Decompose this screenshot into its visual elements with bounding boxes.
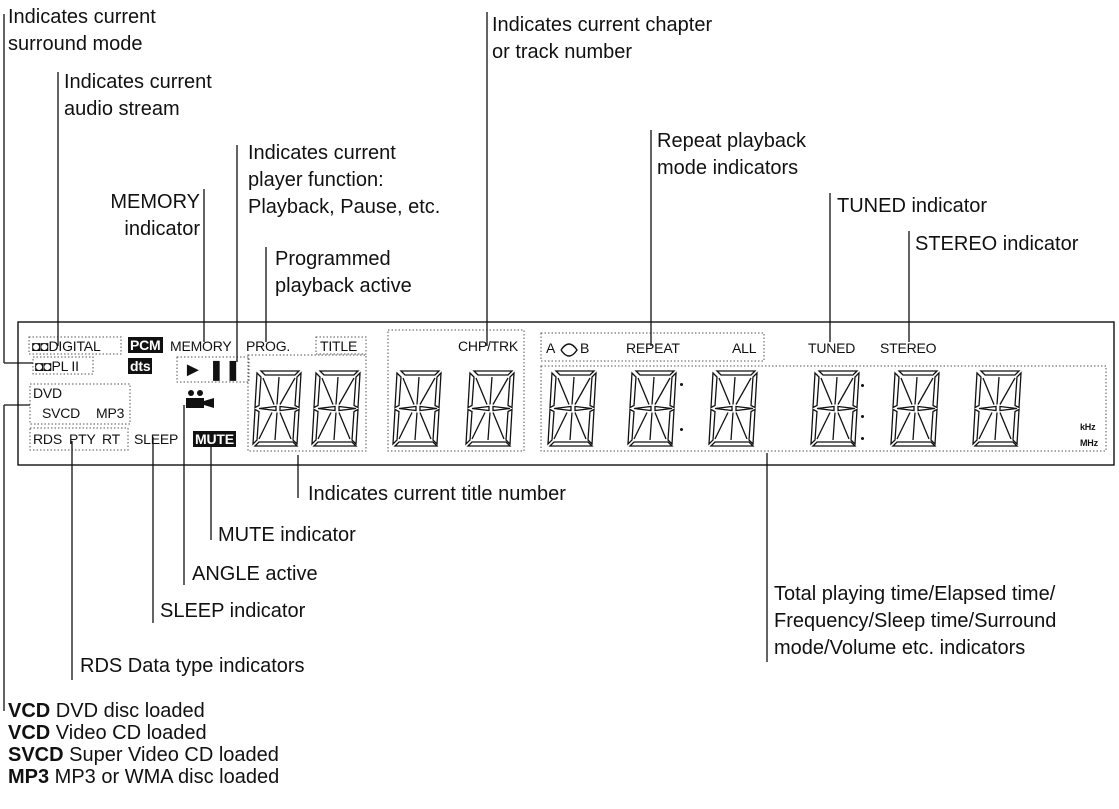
segment-digit bbox=[392, 370, 442, 447]
title-indicator: TITLE bbox=[320, 338, 358, 354]
tuned-callout: TUNED indicator bbox=[837, 195, 988, 217]
display-panel-frame bbox=[17, 321, 1115, 466]
mp3-indicator: MP3 bbox=[96, 405, 125, 421]
camera-angle-icon bbox=[186, 390, 214, 408]
disc-type-row: VCD Video CD loaded bbox=[8, 722, 207, 744]
memory-callout: MEMORY indicator bbox=[110, 191, 200, 240]
pcm-indicator: PCM bbox=[128, 337, 163, 353]
total-time-callout: Total playing time/Elapsed time/ Frequen… bbox=[774, 583, 1057, 659]
audio-stream-callout: Indicates current audio stream bbox=[64, 71, 212, 120]
separator-dot bbox=[680, 428, 683, 431]
rt-indicator: RT bbox=[102, 431, 121, 447]
separator-dot bbox=[861, 384, 864, 387]
player-function-callout: Indicates current player function: Playb… bbox=[248, 142, 441, 218]
repeat-modes-callout: Repeat playback mode indicators bbox=[657, 130, 806, 179]
prog-indicator: PROG. bbox=[246, 338, 291, 354]
ab-b-indicator: B bbox=[580, 340, 590, 356]
disc-type-row: SVCD Super Video CD loaded bbox=[8, 744, 279, 766]
pty-indicator: PTY bbox=[69, 431, 96, 447]
ab-a-indicator: A bbox=[546, 340, 556, 356]
disc-type-row: VCD DVD disc loaded bbox=[8, 700, 205, 722]
separator-dot bbox=[680, 383, 683, 386]
separator-dot bbox=[861, 437, 864, 440]
mute-indicator: MUTE bbox=[193, 431, 236, 447]
memory-indicator: MEMORY bbox=[170, 338, 232, 354]
angle-callout: ANGLE active bbox=[192, 563, 318, 585]
indicator-group-boxes bbox=[28, 329, 1107, 452]
dvd-indicator: DVD bbox=[33, 385, 62, 401]
ab-repeat-arrow-icon bbox=[560, 343, 578, 357]
chapter-track-callout: Indicates current chapter or track numbe… bbox=[492, 14, 713, 63]
segment-digit bbox=[311, 370, 361, 447]
dolby-digital-indicator: ◘◘DIGITAL bbox=[32, 338, 101, 354]
svcd-indicator: SVCD bbox=[42, 405, 81, 421]
segment-digit bbox=[890, 370, 940, 447]
play-pause-icon: ► ❚❚ bbox=[183, 359, 242, 381]
stereo-indicator: STEREO bbox=[880, 340, 937, 356]
segment-digit bbox=[810, 370, 860, 447]
segment-digit bbox=[547, 370, 597, 447]
tuned-indicator: TUNED bbox=[808, 340, 856, 356]
khz-indicator: kHz bbox=[1080, 422, 1096, 432]
surround-mode-callout: Indicates current surround mode bbox=[8, 6, 156, 55]
separator-dot bbox=[861, 415, 864, 418]
mhz-indicator: MHz bbox=[1080, 438, 1098, 448]
disc-type-legend: VCD DVD disc loaded VCD Video CD loaded … bbox=[8, 700, 279, 788]
sleep-indicator: SLEEP bbox=[134, 431, 179, 447]
mute-callout: MUTE indicator bbox=[218, 524, 356, 546]
stereo-callout: STEREO indicator bbox=[915, 233, 1079, 255]
programmed-callout: Programmed playback active bbox=[275, 248, 412, 297]
leader-lines bbox=[3, 12, 910, 711]
dolby-pl-indicator: ◘◘PL II bbox=[35, 358, 79, 374]
rds-indicator: RDS bbox=[33, 431, 62, 447]
fourteen-segment-digits bbox=[252, 370, 1022, 447]
dts-indicator: dts bbox=[128, 358, 153, 374]
sleep-callout: SLEEP indicator bbox=[160, 600, 306, 622]
segment-digit bbox=[708, 370, 758, 447]
chp-trk-indicator: CHP/TRK bbox=[458, 338, 519, 354]
segment-digit bbox=[627, 370, 677, 447]
segment-digit bbox=[465, 370, 515, 447]
rds-callout: RDS Data type indicators bbox=[80, 655, 305, 677]
segment-digit bbox=[972, 370, 1022, 447]
repeat-indicator: REPEAT bbox=[626, 340, 680, 356]
all-indicator: ALL bbox=[732, 340, 757, 356]
title-number-callout: Indicates current title number bbox=[308, 483, 566, 505]
segment-digit bbox=[252, 370, 302, 447]
disc-type-row: MP3 MP3 or WMA disc loaded bbox=[8, 766, 280, 788]
